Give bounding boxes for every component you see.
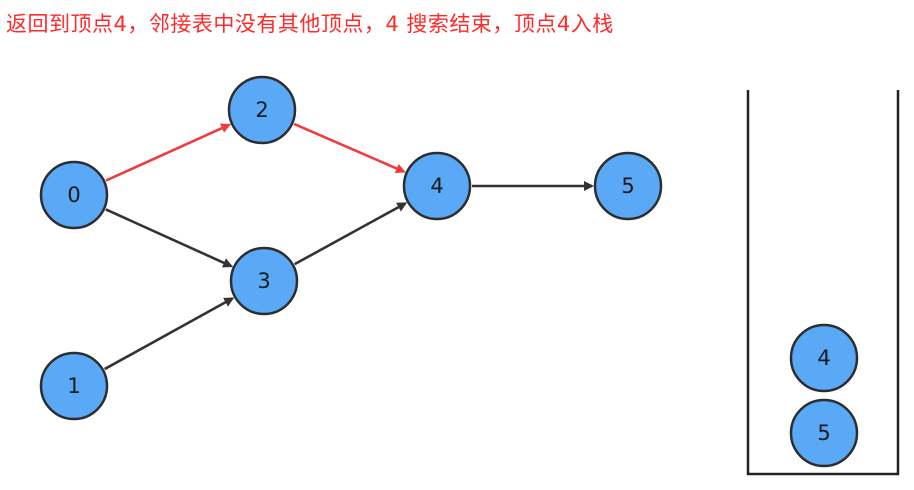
nodes-layer: 0 1 2 3 4 5 bbox=[39, 75, 663, 421]
graph-node-0-circle bbox=[39, 160, 109, 230]
graph-node-3-circle bbox=[229, 246, 299, 316]
stack-item-4-circle bbox=[789, 323, 859, 393]
graph-node-0-label: 0 bbox=[67, 183, 80, 207]
stack-item-5-label: 5 bbox=[817, 421, 830, 445]
stack-item-4-label: 4 bbox=[817, 346, 830, 370]
graph-node-2-label: 2 bbox=[255, 98, 268, 122]
graph-node-1-circle bbox=[39, 351, 109, 421]
stack-container: 54 bbox=[746, 90, 900, 476]
graph-node-5: 5 bbox=[593, 151, 663, 221]
graph-node-0: 0 bbox=[39, 160, 109, 230]
edge-3-to-4 bbox=[294, 202, 408, 266]
status-caption: 返回到顶点4，邻接表中没有其他顶点，4 搜索结束，顶点4入栈 bbox=[6, 12, 614, 36]
edge-1-to-3 bbox=[104, 297, 235, 371]
graph-node-4-label: 4 bbox=[430, 174, 443, 198]
graph-node-2-circle bbox=[227, 75, 297, 145]
graph-node-1-label: 1 bbox=[67, 374, 80, 398]
edges-layer bbox=[104, 122, 594, 371]
graph-node-2: 2 bbox=[227, 75, 297, 145]
graph-node-4: 4 bbox=[402, 151, 472, 221]
stack-item-5-circle bbox=[789, 398, 859, 468]
graph-node-5-circle bbox=[593, 151, 663, 221]
graph-node-3: 3 bbox=[229, 246, 299, 316]
graph-node-1: 1 bbox=[39, 351, 109, 421]
stack-item-4: 4 bbox=[789, 323, 859, 393]
graph-node-4-circle bbox=[402, 151, 472, 221]
edge-0-to-2 bbox=[105, 123, 232, 182]
graph-node-5-label: 5 bbox=[621, 174, 634, 198]
edge-2-to-4 bbox=[293, 122, 406, 174]
stack-item-5: 5 bbox=[789, 398, 859, 468]
stack-walls bbox=[746, 90, 900, 476]
graph-node-3-label: 3 bbox=[257, 269, 270, 293]
edge-0-to-3 bbox=[105, 208, 234, 268]
